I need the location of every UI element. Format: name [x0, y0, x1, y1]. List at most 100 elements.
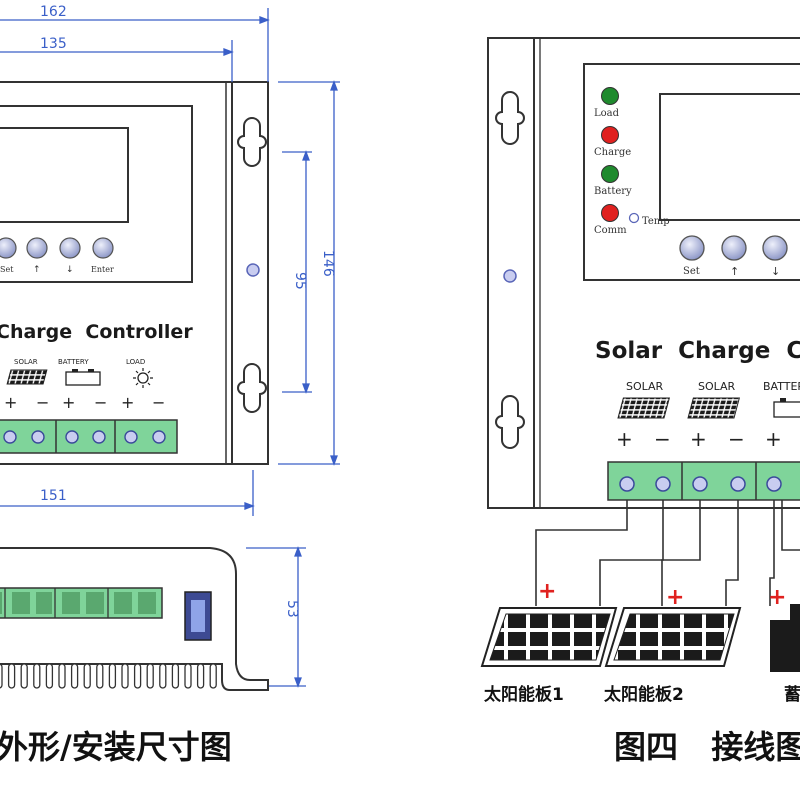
wiring-terminal-plus: +: [616, 427, 633, 451]
mounting-slot-lower: [237, 363, 267, 413]
solar-panel-2: [604, 607, 742, 667]
heatsink-fin: [209, 663, 217, 689]
button-set: [0, 237, 17, 259]
battery-icon: [65, 369, 101, 386]
dimension-151: 151: [40, 488, 67, 504]
heatsink-fin: [20, 663, 28, 689]
heatsink-fin: [7, 663, 16, 689]
heatsink-fin: [196, 663, 205, 689]
wiring-button-label-down: ↓: [771, 265, 780, 278]
mounting-hole: [246, 263, 260, 277]
lcd-screen: [0, 127, 129, 223]
terminal-label-battery: BATTERY: [58, 358, 89, 366]
terminal-minus: −: [94, 393, 107, 412]
side-view: [0, 547, 269, 691]
wiring-lcd-screen: [659, 93, 800, 221]
wiring-button-down: [762, 235, 788, 261]
heatsink-fin: [96, 663, 104, 689]
front-view: Set ↑ ↓ Enter Charge Controller SOLAR BA…: [0, 81, 269, 465]
terminal-plus: +: [121, 393, 134, 412]
caption-left: 外形/安装尺寸图: [0, 728, 232, 766]
terminal-plus: +: [4, 393, 17, 412]
polarity-plus-panel-1: +: [538, 579, 556, 604]
dimension-135: 135: [40, 36, 67, 52]
wiring-terminal-plus: +: [765, 427, 782, 451]
solar-panel-icon: [6, 369, 48, 385]
heatsink-fin: [83, 663, 91, 689]
wiring-solar-icon-1: [617, 397, 670, 419]
wiring-mounting-slot-upper: [495, 91, 525, 145]
heatsink-fin: [146, 663, 154, 689]
wiring-battery-icon: [773, 398, 800, 418]
dimension-95: 95: [292, 272, 308, 290]
button-down: [59, 237, 81, 259]
wiring-button-label-set: Set: [683, 266, 700, 277]
wiring-terminal-label-solar-2: SOLAR: [698, 380, 736, 393]
indicator-led-load: [601, 87, 619, 105]
terminal-plus: +: [62, 393, 75, 412]
battery-label: 蓄: [784, 684, 800, 705]
dimension-146: 146: [320, 250, 336, 277]
dimension-labels: 162 135 151 95 146 53: [40, 4, 336, 618]
indicator-led-comm: [601, 204, 619, 222]
temp-label: Temp: [642, 216, 670, 227]
terminal-label-solar: SOLAR: [14, 358, 38, 366]
button-enter: [92, 237, 114, 259]
device-title: Charge Controller: [0, 321, 193, 343]
wires: [535, 500, 800, 606]
polarity-plus-panel-2: +: [666, 585, 684, 610]
dimension-162: 162: [40, 4, 67, 20]
dimension-lines: [0, 8, 340, 688]
polarity-markers: + + +: [538, 579, 786, 610]
terminal-minus: −: [36, 393, 49, 412]
button-label-enter: Enter: [91, 265, 114, 274]
heatsink-fin: [159, 663, 167, 689]
heatsink-fin: [70, 663, 79, 689]
wiring-button-up: [721, 235, 747, 261]
heatsink-fin: [171, 663, 180, 689]
wiring-button-label-up: ↑: [730, 265, 739, 278]
indicator-led-battery: [601, 165, 619, 183]
heatsink-fin: [58, 663, 66, 689]
heatsink-fin: [0, 663, 3, 689]
temp-sensor: [628, 212, 640, 224]
indicator-label-battery: Battery: [594, 186, 632, 197]
terminal-minus: −: [152, 393, 165, 412]
heatsink-fin: [45, 663, 54, 689]
heatsink-fins: [0, 663, 217, 689]
wiring-button-set: [679, 235, 705, 261]
battery: [770, 604, 800, 672]
wiring-mounting-hole: [503, 269, 517, 283]
wiring-mounting-slot-lower: [495, 395, 525, 449]
wiring-terminal-label-battery: BATTERY: [763, 380, 800, 393]
heatsink-fin: [121, 663, 129, 689]
polarity-plus-battery: +: [768, 585, 786, 610]
wiring-terminal-plus: +: [690, 427, 707, 451]
indicator-led-charge: [601, 126, 619, 144]
side-terminal-block: [0, 587, 163, 619]
wiring-terminal-minus: −: [654, 427, 671, 451]
terminal-block: [0, 419, 178, 454]
button-label-down: ↓: [66, 265, 74, 275]
solar-panel-1: [480, 607, 618, 667]
heatsink-fin: [184, 663, 192, 689]
wiring-solar-icon-2: [687, 397, 740, 419]
heatsink-fin: [33, 663, 41, 689]
wiring-device-title: Solar Charge C: [595, 338, 800, 364]
indicator-label-charge: Charge: [594, 147, 631, 158]
caption-right: 图四 接线图: [614, 728, 800, 766]
indicator-label-comm: Comm: [594, 225, 627, 236]
panel-1-label: 太阳能板1: [484, 684, 564, 705]
wiring-terminal-minus: −: [728, 427, 745, 451]
button-up: [26, 237, 48, 259]
load-bulb-icon: [133, 368, 153, 388]
terminal-label-load: LOAD: [126, 358, 145, 366]
button-label-set: Set: [0, 265, 14, 274]
button-label-up: ↑: [33, 265, 41, 275]
heatsink-fin: [108, 663, 117, 689]
mounting-slot-upper: [237, 117, 267, 167]
heatsink-fin: [133, 663, 142, 689]
